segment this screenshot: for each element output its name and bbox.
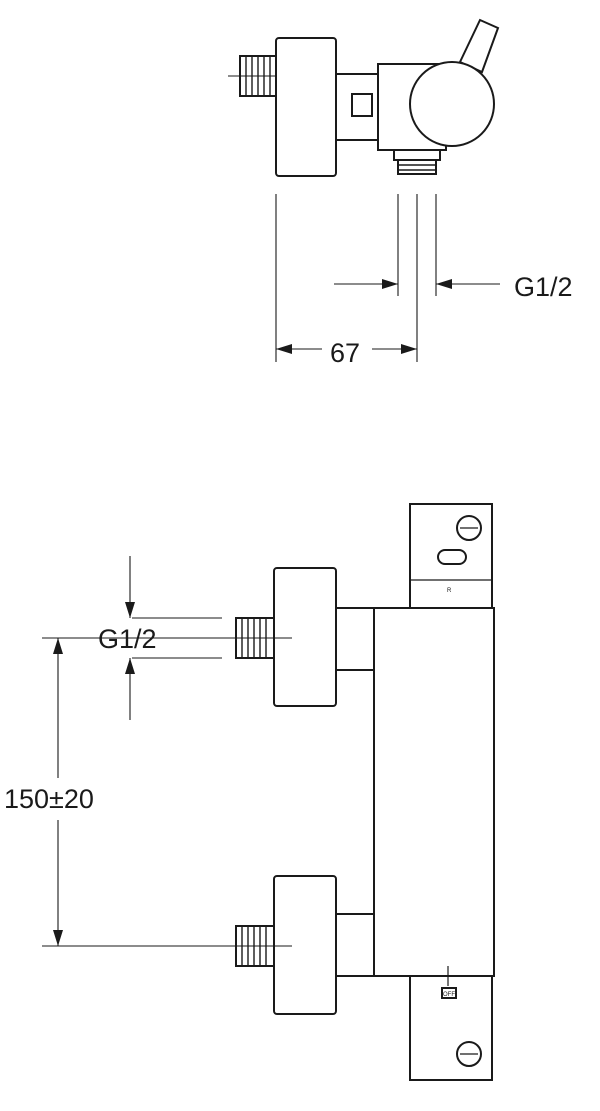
front-lower-mark-box [441,987,457,999]
front-centers-dimension [53,638,63,946]
top-knob [409,61,495,147]
top-connection-nut [275,37,337,177]
front-main-body [373,607,495,977]
front-centers-label: 150±20 [4,784,94,814]
top-thread-dimension [334,279,500,289]
front-lower-nut [273,875,337,1015]
front-lower-connector [335,913,375,977]
front-upper-cap-slot [437,549,467,565]
front-upper-connector [335,607,375,671]
front-thread-label: G1/2 [98,624,157,654]
front-upper-nut [273,567,337,707]
front-lower-mark: OFF [443,992,455,998]
top-offset-label: 67 [330,338,360,368]
top-view: G1/2 67 [228,18,573,368]
top-thread-label: G1/2 [514,272,573,302]
top-offset-dimension [276,344,417,354]
front-thread-dimension [125,556,222,720]
top-small-stub [351,93,373,117]
front-upper-mark: R [447,588,452,594]
front-view: R OFF [4,503,495,1081]
top-outlet-nipple [393,149,441,175]
